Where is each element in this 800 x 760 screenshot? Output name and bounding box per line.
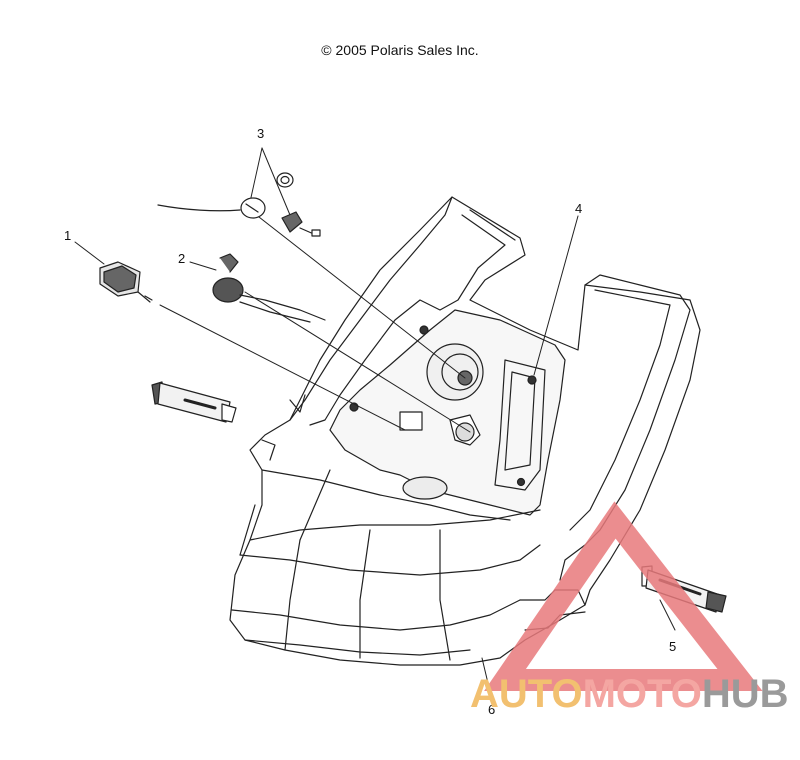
copyright-notice: © 2005 Polaris Sales Inc. bbox=[321, 42, 479, 58]
watermark-moto: MOTO bbox=[582, 672, 702, 716]
callout-4: 4 bbox=[575, 201, 583, 216]
bulb-socket-mount bbox=[349, 325, 537, 500]
leader-lines bbox=[74, 147, 676, 701]
callout-2: 2 bbox=[178, 251, 186, 266]
callout-3: 3 bbox=[257, 126, 265, 141]
watermark-text: AUTOMOTOHUB bbox=[470, 672, 789, 717]
watermark-auto: AUTO bbox=[470, 672, 583, 716]
rubber-strap-left bbox=[151, 381, 237, 423]
callout-6: 6 bbox=[488, 702, 496, 717]
connector-part-1 bbox=[99, 261, 153, 303]
callout-1: 1 bbox=[64, 228, 72, 243]
watermark-logo bbox=[484, 501, 763, 691]
callout-5: 5 bbox=[669, 639, 677, 654]
socket-part-2 bbox=[212, 253, 326, 323]
bulb-part-3 bbox=[157, 172, 321, 237]
watermark-hub: HUB bbox=[701, 672, 789, 716]
